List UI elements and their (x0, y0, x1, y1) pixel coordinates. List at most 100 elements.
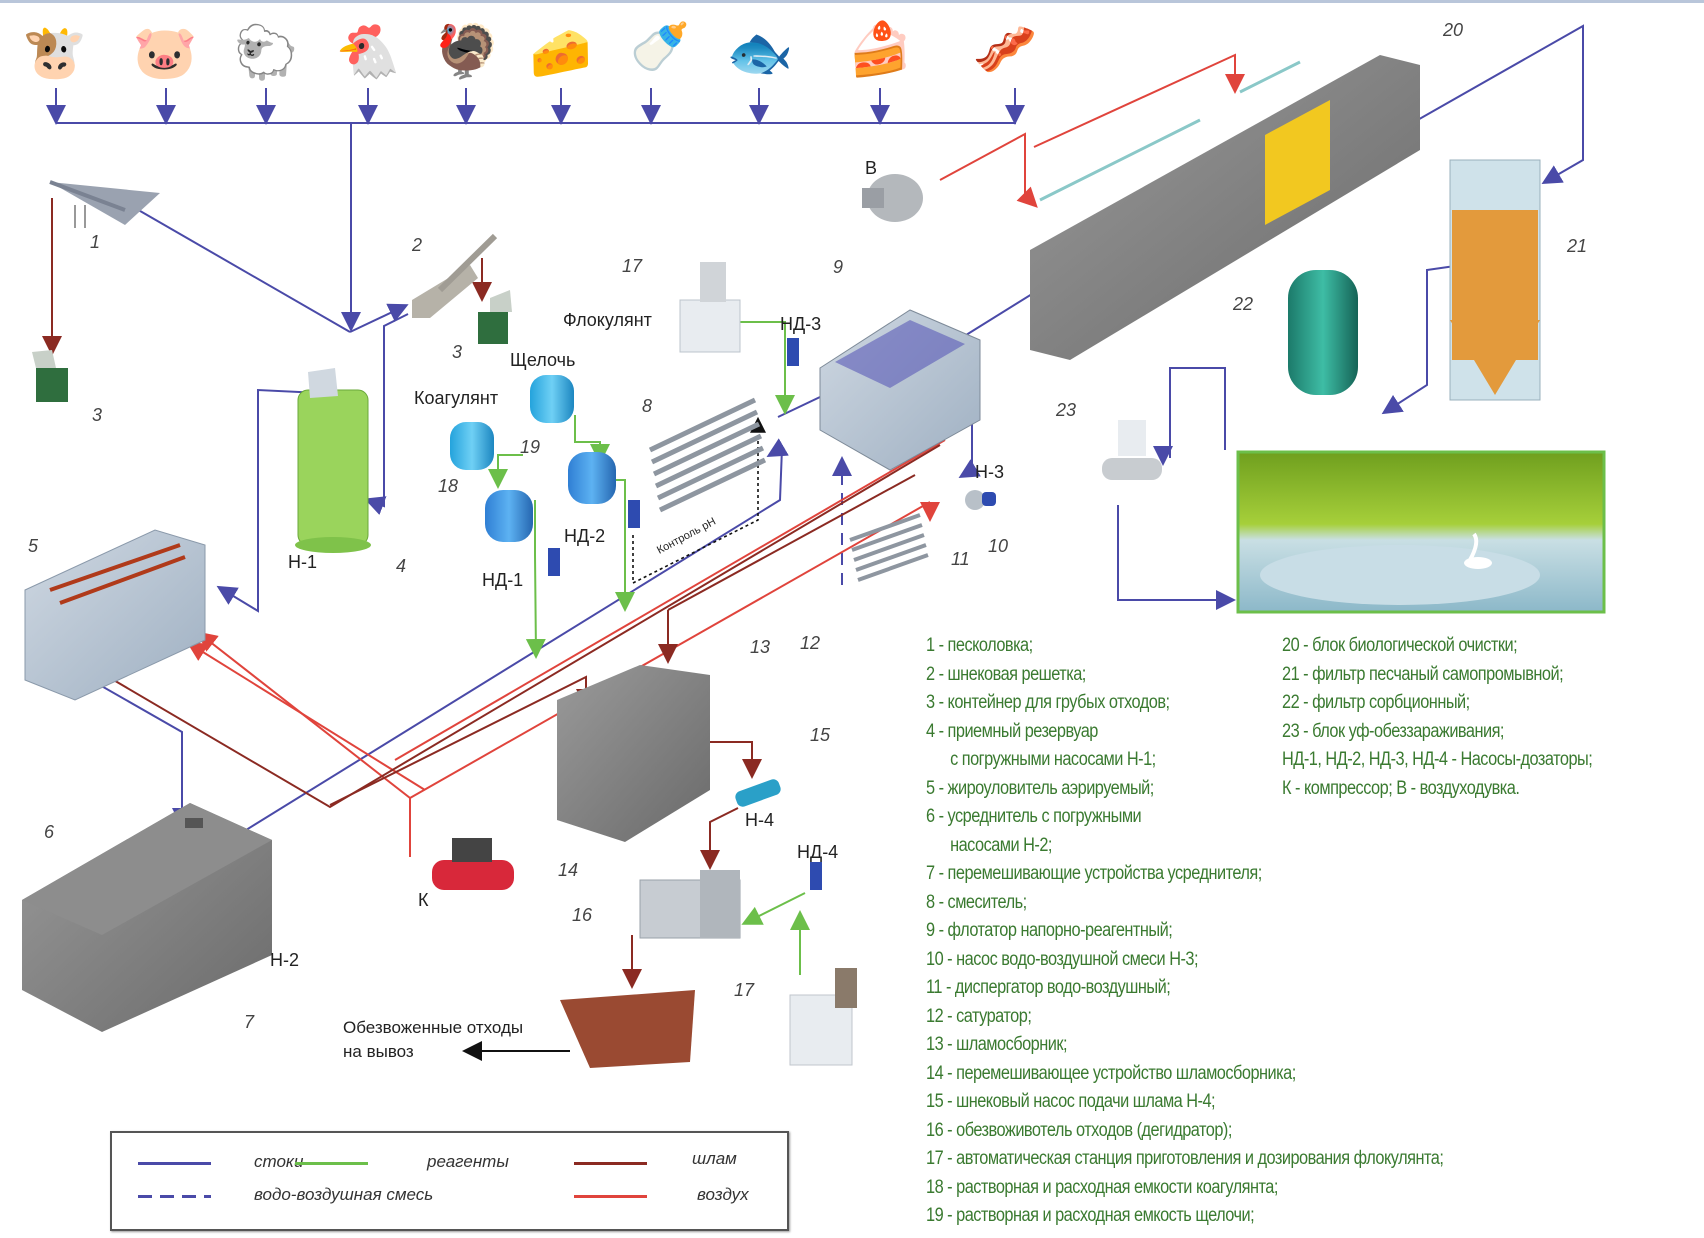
label-compressor: К (418, 890, 429, 910)
legend-entry: 1 - песколовка; (926, 635, 1033, 656)
label-dewatered-waste-1: Обезвоженные отходы (343, 1018, 524, 1037)
equalizer-6 (22, 803, 272, 1032)
label-item-21: 21 (1567, 236, 1588, 256)
top-border (0, 0, 1704, 3)
turkey-icon: 🦃 (434, 23, 500, 81)
label-pump-n1: Н-1 (288, 552, 318, 572)
legend-label-air: воздух (697, 1185, 749, 1204)
legend-entry: 18 - растворная и расходная емкости коаг… (926, 1176, 1278, 1198)
flotator-9 (819, 309, 981, 471)
label-pump-nd2: НД-2 (564, 526, 606, 546)
dosing-pumps (548, 338, 822, 890)
chicken-icon: 🐔 (335, 23, 401, 81)
saturator-12 (849, 513, 929, 582)
label-item-4: 4 (396, 556, 407, 576)
legend-swatch-air (574, 1195, 647, 1198)
legend-entry: 3 - контейнер для грубых отходов; (926, 692, 1170, 713)
legend-entry: 7 - перемешивающие устройства усреднител… (926, 863, 1262, 884)
label-item-12: 12 (800, 633, 821, 653)
label-item-6: 6 (44, 822, 55, 842)
label-item-1: 1 (90, 232, 101, 252)
equipment-legend-right: 20 - блок биологической очистки;21 - фил… (1282, 632, 1593, 803)
alkali-tanks-19 (530, 375, 616, 504)
legend-label-reagents: реагенты (427, 1152, 509, 1171)
legend-entry: 6 - усреднитель с погружными (926, 806, 1142, 827)
label-item-16: 16 (572, 905, 593, 925)
legend-entry: К - компрессор; В - воздуходувка. (1282, 777, 1520, 799)
legend-entry: 11 - диспергатор водо-воздушный; (926, 977, 1171, 998)
bio-block-20 (1030, 55, 1420, 360)
label-item-3b: 3 (452, 342, 463, 362)
label-pump-nd1: НД-1 (482, 570, 524, 590)
reagent-lines (488, 321, 810, 975)
pond-image (1236, 450, 1606, 614)
coagulant-tanks-18 (450, 422, 533, 542)
label-item-13: 13 (750, 637, 771, 657)
sand-filter-21 (1449, 159, 1541, 401)
label-item-2: 2 (412, 235, 423, 255)
label-flocculant: Флокулянт (563, 310, 652, 330)
legend-entry: 14 - перемешивающее устройство шламосбор… (926, 1062, 1296, 1084)
container-3b (478, 290, 512, 344)
label-pump-nd3: НД-3 (780, 314, 822, 334)
label-item-17a: 17 (622, 256, 643, 276)
legend-entry: 15 - шнековый насос подачи шлама Н-4; (926, 1091, 1216, 1112)
fish-icon: 🐟 (726, 23, 794, 83)
label-item-11: 11 (951, 549, 970, 569)
sausage-icon: 🥓 (972, 21, 1038, 79)
ph-control-line (632, 416, 766, 585)
skip-container (560, 990, 695, 1068)
label-pump-n4: Н-4 (745, 810, 775, 830)
label-blower: В (865, 158, 878, 178)
label-item-10: 10 (988, 536, 1009, 556)
legend-swatch-sewage (138, 1162, 211, 1165)
legend-entry: 22 - фильтр сорбционный; (1282, 692, 1470, 713)
label-item-23: 23 (1056, 400, 1077, 420)
label-item-22: 22 (1233, 294, 1254, 314)
label-item-3a: 3 (92, 405, 103, 425)
compressor-k (432, 838, 514, 890)
reservoir-4 (295, 368, 371, 553)
flocculant-station-17 (679, 262, 741, 353)
sand-trap-1 (49, 180, 160, 228)
label-pump-n2: Н-2 (270, 950, 300, 970)
legend-entry: 17 - автоматическая станция приготовлени… (926, 1148, 1444, 1169)
legend-swatch-reagents (295, 1162, 368, 1165)
label-item-19: 19 (520, 437, 541, 457)
legend-entry: 12 - сатуратор; (926, 1005, 1032, 1027)
legend-entry: 8 - смеситель; (926, 891, 1027, 913)
flocculant-station-17b (789, 968, 857, 1066)
label-item-8: 8 (642, 396, 653, 416)
legend-entry: насосами Н-2; (950, 834, 1052, 856)
label-item-9: 9 (833, 257, 844, 277)
cake-icon: 🍰 (847, 21, 913, 79)
legend-entry: 9 - флотатор напорно-реагентный; (926, 920, 1173, 941)
label-item-5: 5 (28, 536, 39, 556)
legend-entry: 2 - шнековая решетка; (926, 663, 1086, 685)
label-alkali: Щелочь (510, 350, 576, 370)
pump-n3 (965, 490, 996, 510)
dehydrator-16 (639, 870, 741, 939)
legend-label-sludge: шлам (692, 1149, 737, 1168)
container-3a (32, 350, 68, 402)
screw-pump-15 (735, 779, 781, 807)
sorption-filter-22 (1288, 270, 1358, 395)
legend-entry: 21 - фильтр песчаный самопромывной; (1282, 663, 1564, 685)
milk-bottle-icon: 🍼 (630, 21, 690, 74)
label-item-17b: 17 (734, 980, 755, 1000)
uv-unit-23 (1102, 420, 1162, 480)
label-item-20: 20 (1443, 20, 1464, 40)
legend-label-water-air: водо-воздушная смесь (254, 1185, 434, 1204)
label-item-14: 14 (558, 860, 579, 880)
label-item-15: 15 (810, 725, 831, 745)
cheese-icon: 🧀 (529, 25, 593, 81)
legend-entry: 5 - жироуловитель аэрируемый; (926, 777, 1154, 799)
legend-swatch-sludge (574, 1162, 647, 1165)
fat-trap-5 (24, 529, 206, 701)
blower-b (862, 174, 923, 222)
sludge-collector-13 (557, 665, 710, 842)
line-type-legend: стоки реагенты шлам водо-воздушная смесь… (110, 1131, 789, 1231)
legend-label-sewage: стоки (254, 1152, 304, 1171)
label-item-18: 18 (438, 476, 459, 496)
